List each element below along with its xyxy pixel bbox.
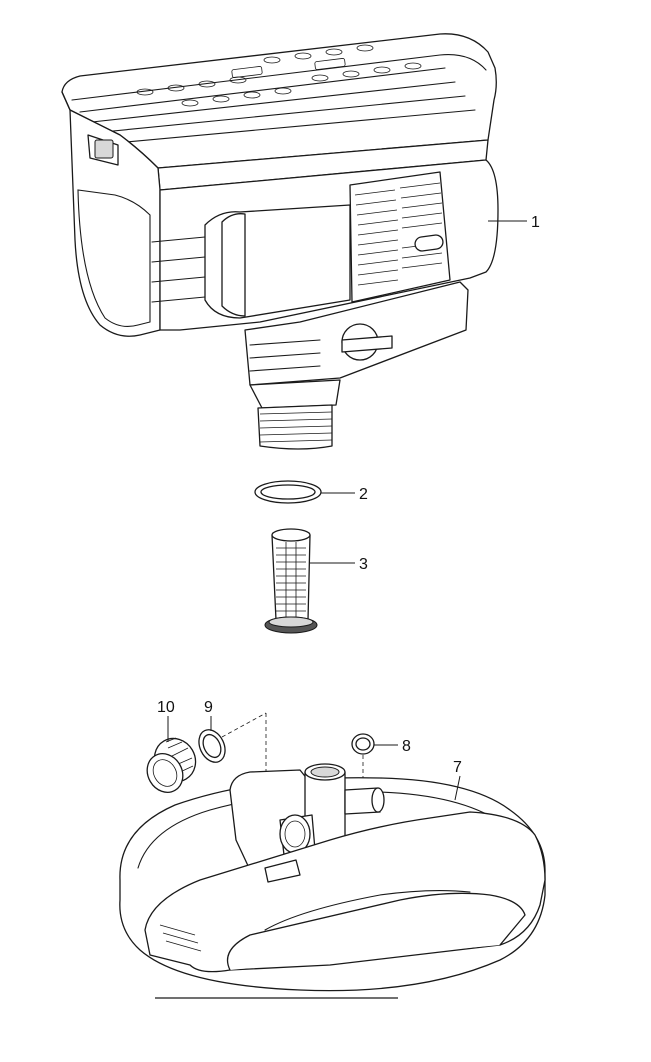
part-3-filter-insert (264, 528, 318, 634)
part-7-sprinkler-base (119, 763, 546, 992)
callout-10: 10 (157, 699, 175, 716)
callout-9: 9 (204, 699, 213, 716)
leader-lines (167, 220, 527, 801)
part-1-controller-unit (61, 33, 499, 450)
part-10-cap (146, 737, 197, 793)
callout-3: 3 (359, 556, 368, 573)
part-2-sealing-ring (254, 480, 322, 504)
callout-7: 7 (453, 759, 462, 776)
part-8-ring (351, 733, 375, 755)
callout-1: 1 (531, 214, 540, 231)
part-9-ring (198, 729, 226, 763)
callout-8: 8 (402, 738, 411, 755)
callout-2: 2 (359, 486, 368, 503)
